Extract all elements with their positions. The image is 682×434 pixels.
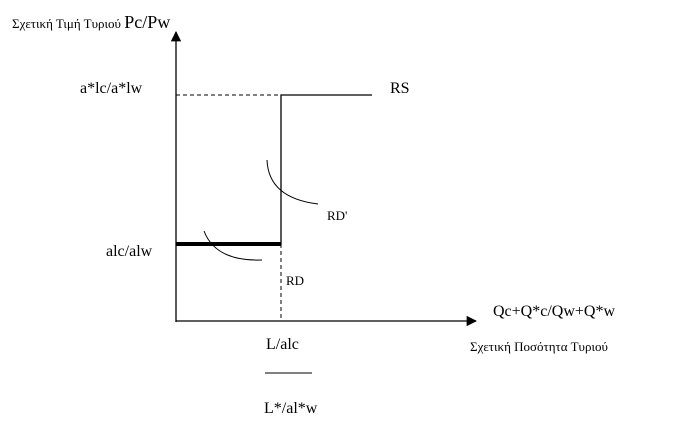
y-axis-title: Σχετική Τιμή Τυριού Pc/Pw bbox=[12, 13, 170, 31]
quantity-denominator: L*/al*w bbox=[264, 400, 318, 417]
quantity-numerator: L/alc bbox=[266, 336, 299, 353]
y-axis-title-main: Pc/Pw bbox=[124, 12, 171, 32]
y-axis-title-prefix: Σχετική Τιμή Τυριού bbox=[12, 16, 125, 31]
rd-curve bbox=[203, 230, 263, 261]
rd-prime-label: RD' bbox=[327, 208, 348, 223]
x-axis-caption: Σχετική Ποσότητα Τυριού bbox=[470, 339, 608, 354]
lower-price-label: alc/alw bbox=[106, 243, 153, 260]
upper-price-label: a*lc/a*lw bbox=[80, 80, 143, 97]
rd-label: RD bbox=[286, 273, 305, 288]
rs-label: RS bbox=[390, 80, 410, 97]
x-axis-formula: Qc+Q*c/Qw+Q*w bbox=[493, 303, 616, 320]
rd-prime-curve bbox=[266, 159, 319, 205]
